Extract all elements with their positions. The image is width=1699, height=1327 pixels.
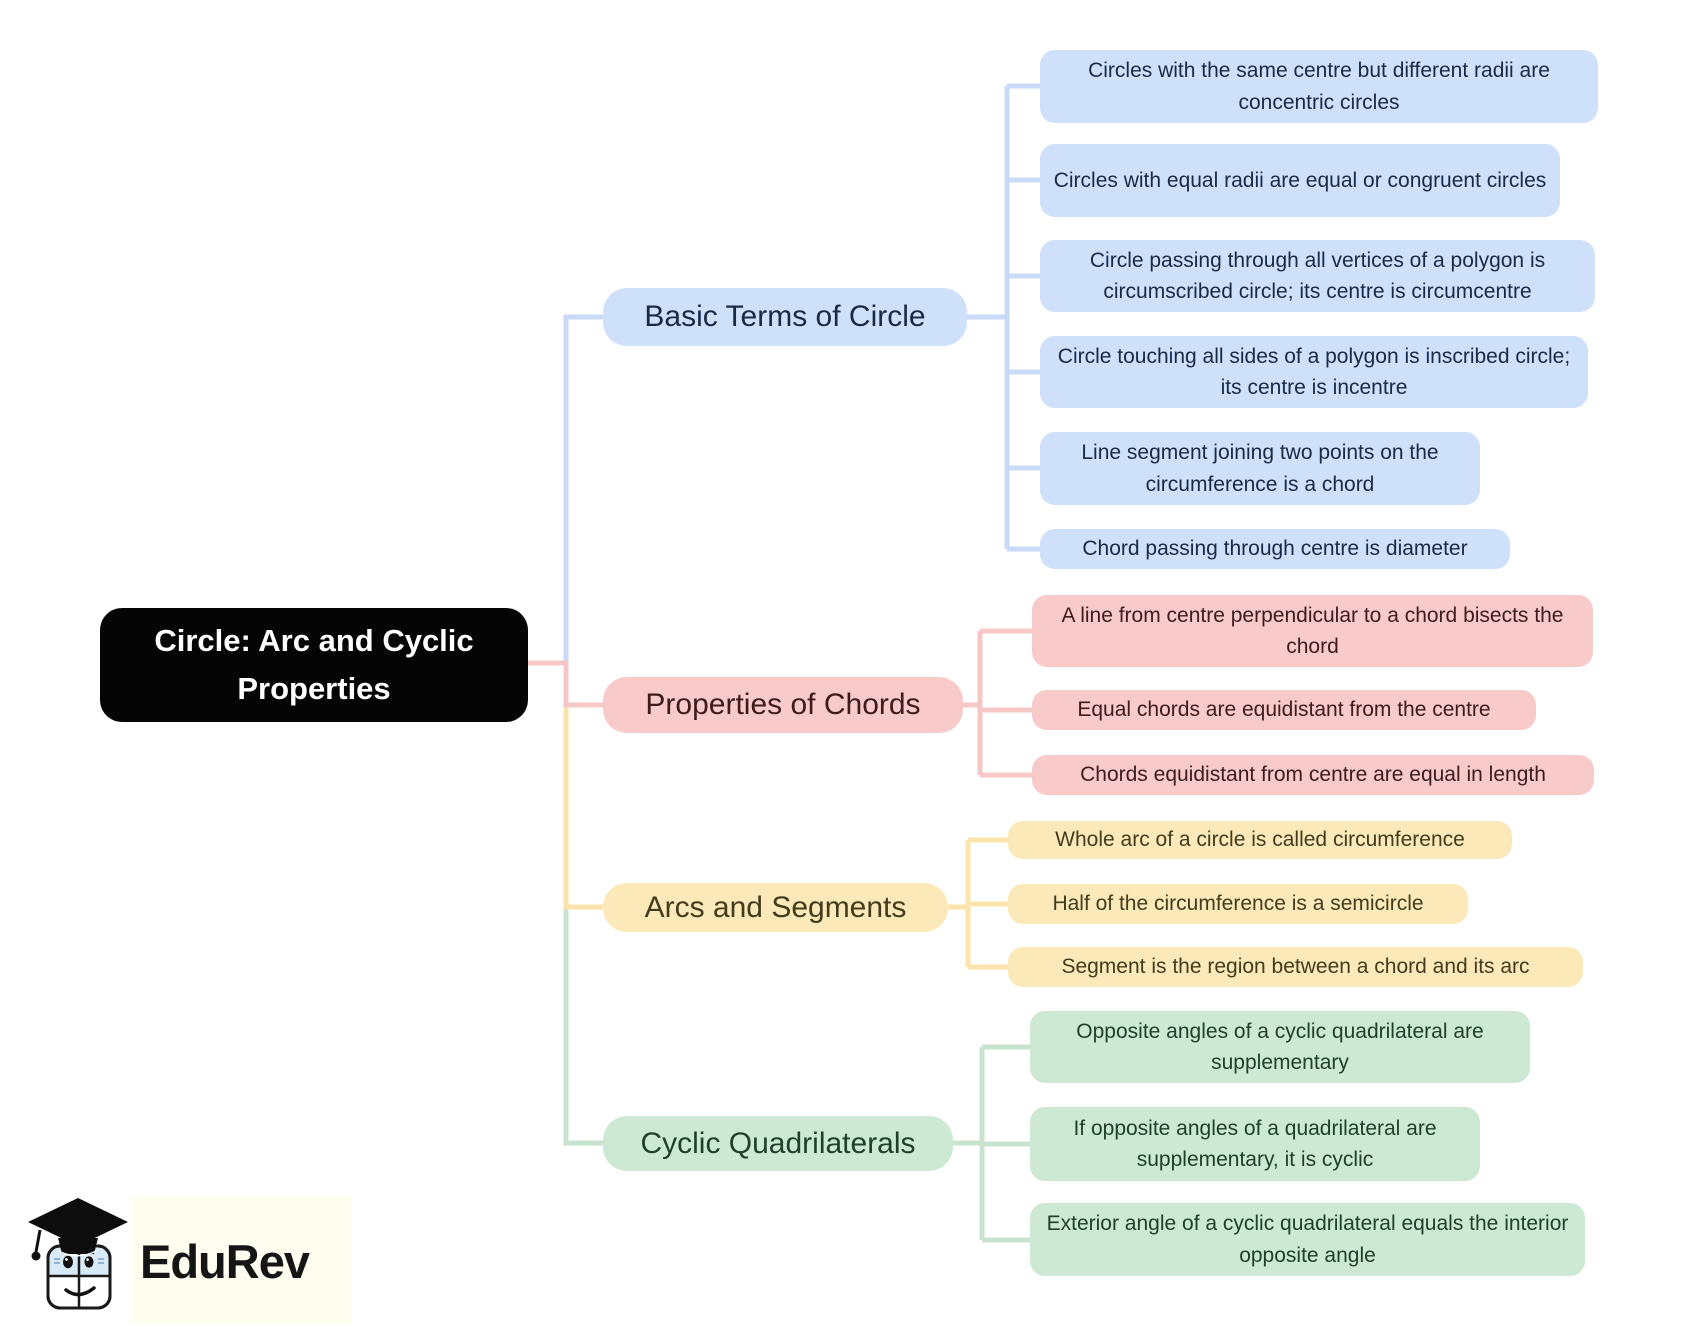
branch-node-arcs-and-segments: Arcs and Segments: [603, 883, 948, 932]
leaf-node: Half of the circumference is a semicircl…: [1008, 884, 1468, 924]
leaf-node: Whole arc of a circle is called circumfe…: [1008, 821, 1512, 859]
leaf-node: Chord passing through centre is diameter: [1040, 529, 1510, 569]
leaf-node: Opposite angles of a cyclic quadrilatera…: [1030, 1011, 1530, 1083]
leaf-node: Chords equidistant from centre are equal…: [1032, 755, 1594, 795]
leaf-node: A line from centre perpendicular to a ch…: [1032, 595, 1593, 667]
edurev-wordmark: EduRev: [140, 1234, 310, 1288]
leaf-node: Exterior angle of a cyclic quadrilateral…: [1030, 1203, 1585, 1276]
leaf-node: Circle passing through all vertices of a…: [1040, 240, 1595, 312]
connector-properties-of-chords: [528, 628, 1032, 778]
leaf-node: Line segment joining two points on the c…: [1040, 432, 1480, 505]
edurev-mascot-icon: [28, 1198, 128, 1310]
leaf-node: Circle touching all sides of a polygon i…: [1040, 336, 1588, 408]
branch-node-properties-of-chords: Properties of Chords: [603, 677, 963, 733]
connector-basic-terms: [528, 83, 1040, 666]
leaf-node: Circles with equal radii are equal or co…: [1040, 144, 1560, 217]
leaf-node: Segment is the region between a chord an…: [1008, 947, 1583, 987]
connector-arcs-and-segments: [528, 660, 1008, 970]
branch-node-cyclic-quadrilaterals: Cyclic Quadrilaterals: [603, 1116, 953, 1171]
logo-background: [130, 1196, 352, 1324]
leaf-node: Circles with the same centre but differe…: [1040, 50, 1598, 123]
leaf-node: Equal chords are equidistant from the ce…: [1032, 690, 1536, 730]
leaf-node: If opposite angles of a quadrilateral ar…: [1030, 1107, 1480, 1181]
root-node: Circle: Arc and Cyclic Properties: [100, 608, 528, 722]
branch-node-basic-terms: Basic Terms of Circle: [603, 288, 967, 346]
